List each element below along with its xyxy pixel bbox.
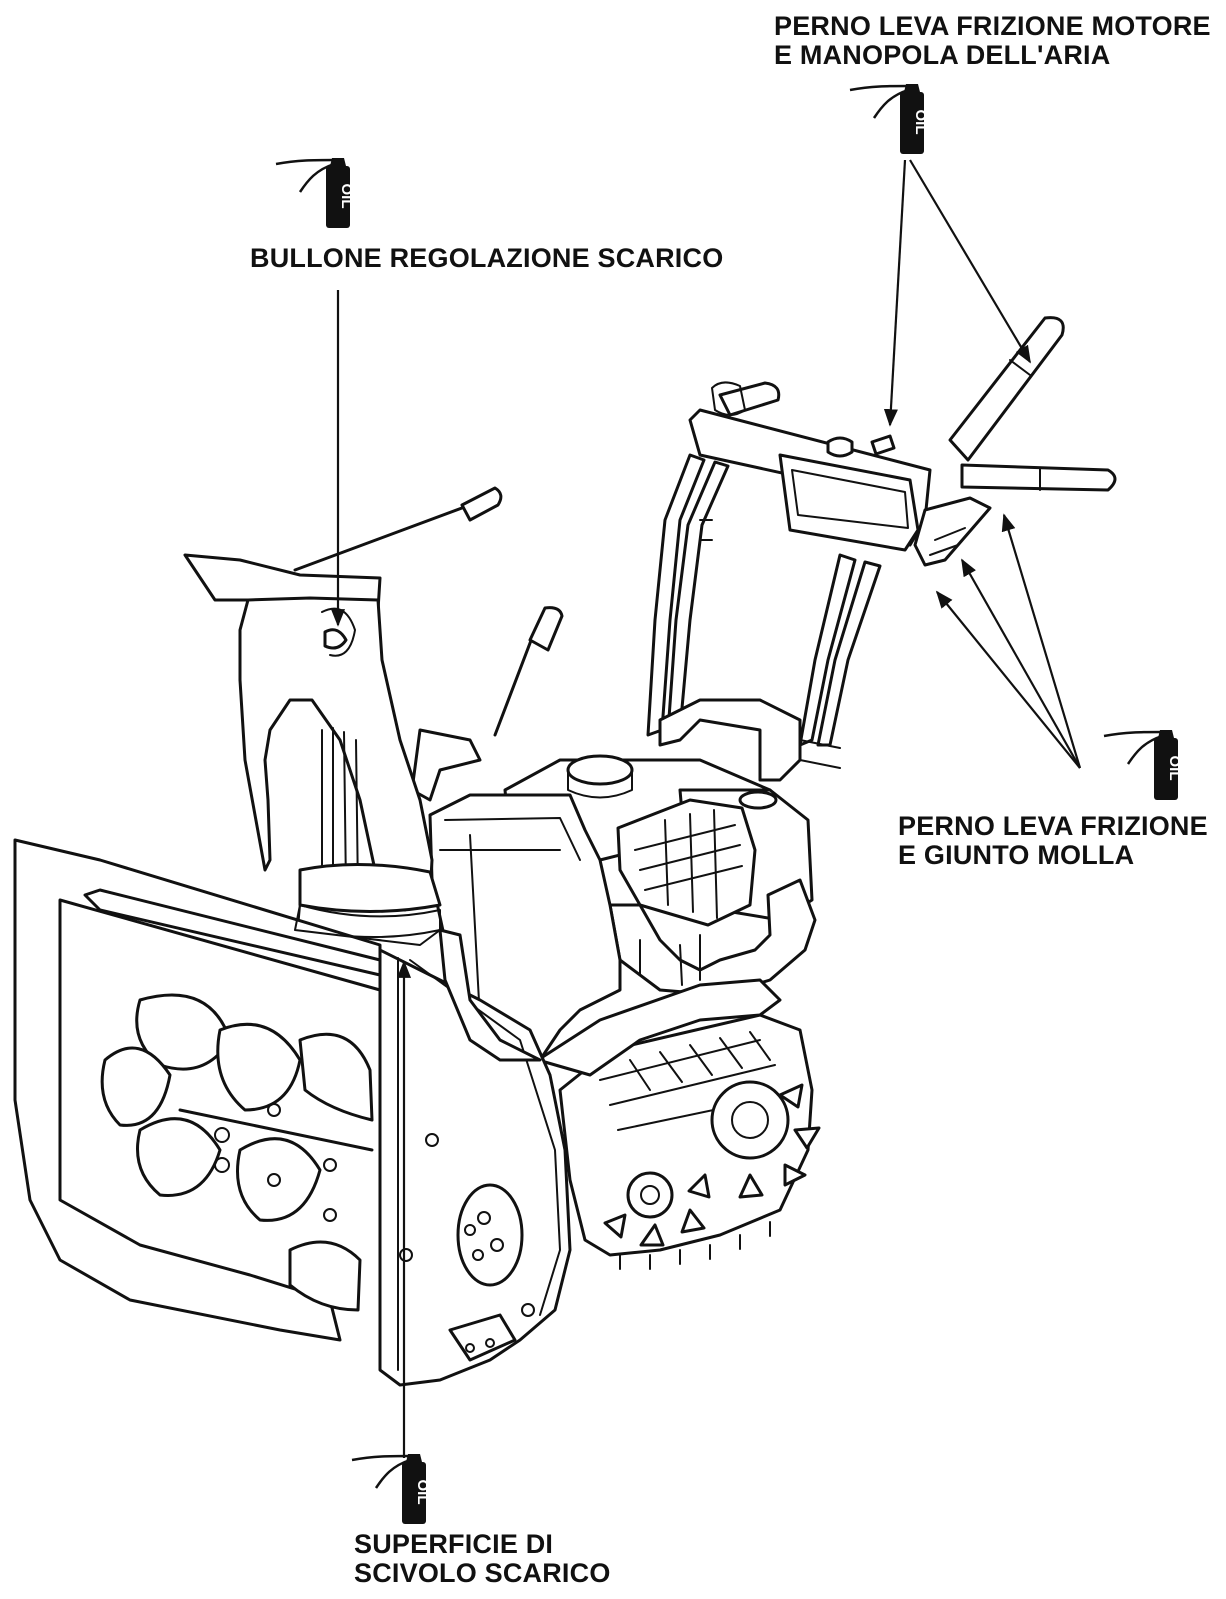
control-levers: [293, 486, 564, 737]
svg-text:OIL: OIL: [912, 110, 929, 135]
oilcan-icon-clutch-spring: OIL: [1102, 728, 1183, 802]
auger-housing: [13, 838, 572, 1387]
svg-text:OIL: OIL: [414, 1480, 431, 1505]
label-line: E MANOPOLA DELL'ARIA: [774, 40, 1111, 70]
label-line: SUPERFICIE DI: [354, 1529, 554, 1559]
label-line: SCIVOLO SCARICO: [354, 1558, 611, 1588]
svg-text:OIL: OIL: [338, 184, 355, 209]
snowblower-drawing: [13, 316, 1117, 1387]
arrow-engine-clutch-knob: [883, 159, 907, 427]
label-chute-surface: SUPERFICIE DI SCIVOLO SCARICO: [354, 1530, 611, 1588]
arrow-clutch-spring-3: [1001, 513, 1082, 769]
label-line: BULLONE REGOLAZIONE SCARICO: [250, 243, 724, 273]
oilcan-icon-chute-surface: OIL: [350, 1452, 431, 1526]
oilcan-icon-discharge-bolt: OIL: [274, 156, 355, 230]
arrow-clutch-spring-1: [935, 590, 1081, 769]
discharge-chute: [183, 553, 442, 939]
leader-arrows: [330, 159, 1082, 1458]
handlebars: [646, 316, 1117, 782]
track-drive: [558, 1013, 821, 1270]
label-line: E GIUNTO MOLLA: [898, 840, 1135, 870]
arrow-engine-clutch-pivot: [909, 159, 1031, 364]
oilcan-icon-engine-clutch: OIL: [848, 82, 929, 156]
label-clutch-pivot-and-spring: PERNO LEVA FRIZIONE E GIUNTO MOLLA: [898, 812, 1208, 870]
label-line: PERNO LEVA FRIZIONE: [898, 811, 1208, 841]
arrow-clutch-spring-2: [961, 558, 1081, 769]
frame-body: [410, 728, 782, 1077]
engine: [503, 754, 817, 997]
label-discharge-bolt: BULLONE REGOLAZIONE SCARICO: [250, 244, 723, 273]
label-line: PERNO LEVA FRIZIONE MOTORE: [774, 11, 1211, 41]
svg-text:OIL: OIL: [1166, 756, 1183, 781]
label-engine-clutch-and-air-knob: PERNO LEVA FRIZIONE MOTORE E MANOPOLA DE…: [774, 12, 1211, 70]
